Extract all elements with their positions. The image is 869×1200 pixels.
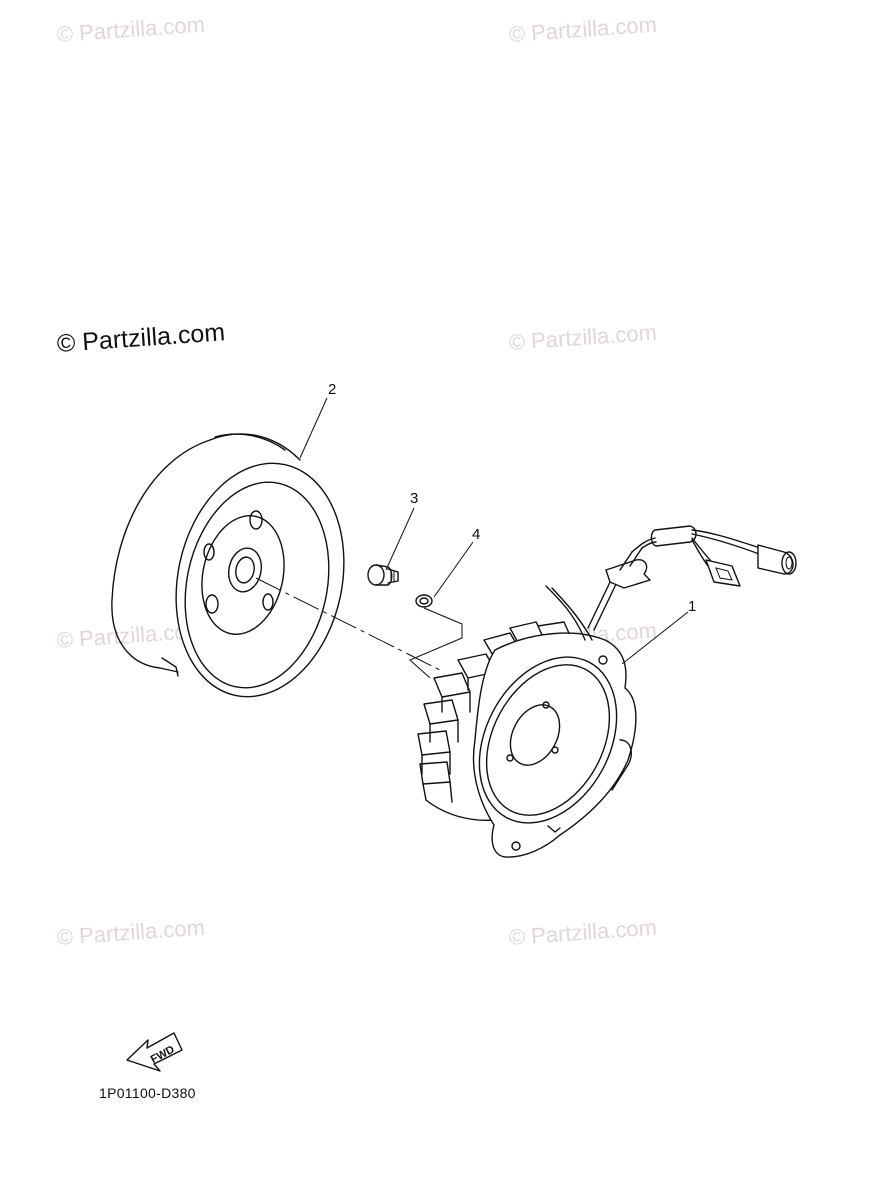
- diagram-code: 1P01100-D380: [99, 1085, 196, 1101]
- fwd-arrow-icon: FWD: [126, 1032, 183, 1072]
- stator-assembly: [417, 585, 637, 858]
- rotor-flywheel: [111, 433, 345, 698]
- leader-lines: [255, 397, 689, 679]
- alignment-line: [255, 577, 441, 671]
- callout-2: 2: [328, 381, 336, 398]
- callout-4: 4: [472, 526, 480, 543]
- callout-1: 1: [688, 598, 696, 615]
- washer: [415, 594, 433, 608]
- callout-3: 3: [410, 490, 418, 507]
- bracket-line: [409, 607, 463, 679]
- bolt: [367, 564, 399, 586]
- wire-harness: [587, 525, 797, 631]
